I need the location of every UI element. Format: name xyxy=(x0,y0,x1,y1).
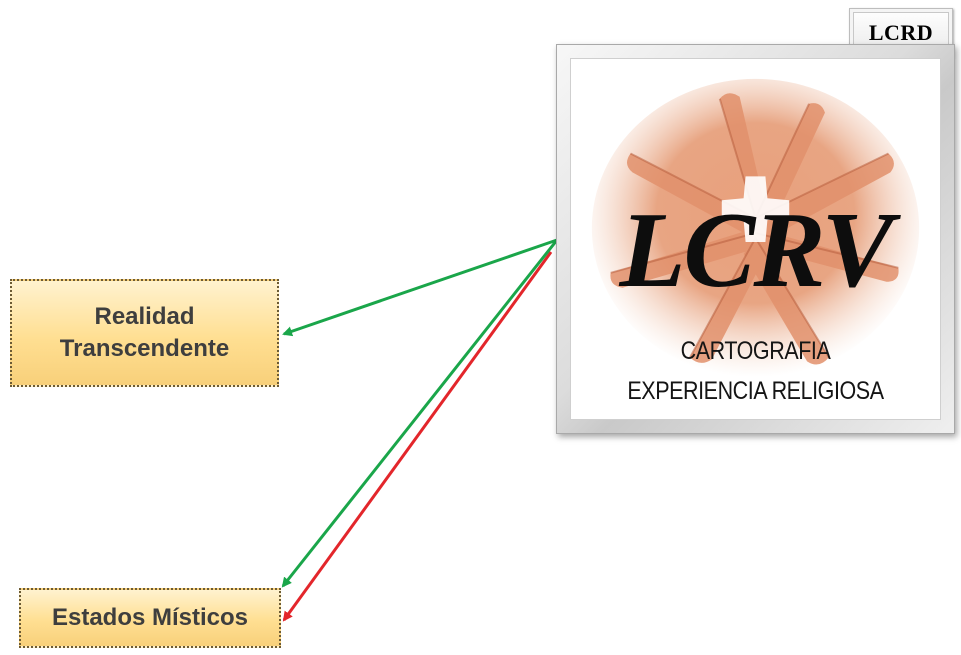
realidad-node-line1: Realidad xyxy=(94,303,195,330)
realidad-transcendente-node[interactable]: Realidad Transcendente xyxy=(10,279,279,387)
joined-hands-icon xyxy=(591,78,920,378)
arrow-logo-to-estados-red xyxy=(282,251,553,622)
estados-node-label: Estados Místicos xyxy=(51,604,249,631)
arrow-logo-to-estados-green xyxy=(281,239,559,588)
logo-subtitle-line2: EXPERIENCIA RELIGIOSA xyxy=(627,377,884,405)
estados-misticos-node[interactable]: Estados Místicos xyxy=(19,588,281,648)
lcrv-logo-image: LCRV CARTOGRAFIA EXPERIENCIA RELIGIOSA xyxy=(570,58,941,420)
lcrv-title: LCRV xyxy=(619,191,893,310)
logo-subtitle-line1: CARTOGRAFIA xyxy=(680,337,831,365)
lcrv-logo-panel[interactable]: LCRV CARTOGRAFIA EXPERIENCIA RELIGIOSA xyxy=(556,44,955,434)
arrow-logo-to-realidad xyxy=(282,238,558,337)
realidad-node-line2: Transcendente xyxy=(59,335,230,362)
lcrd-button-label: LCRD xyxy=(868,20,934,45)
